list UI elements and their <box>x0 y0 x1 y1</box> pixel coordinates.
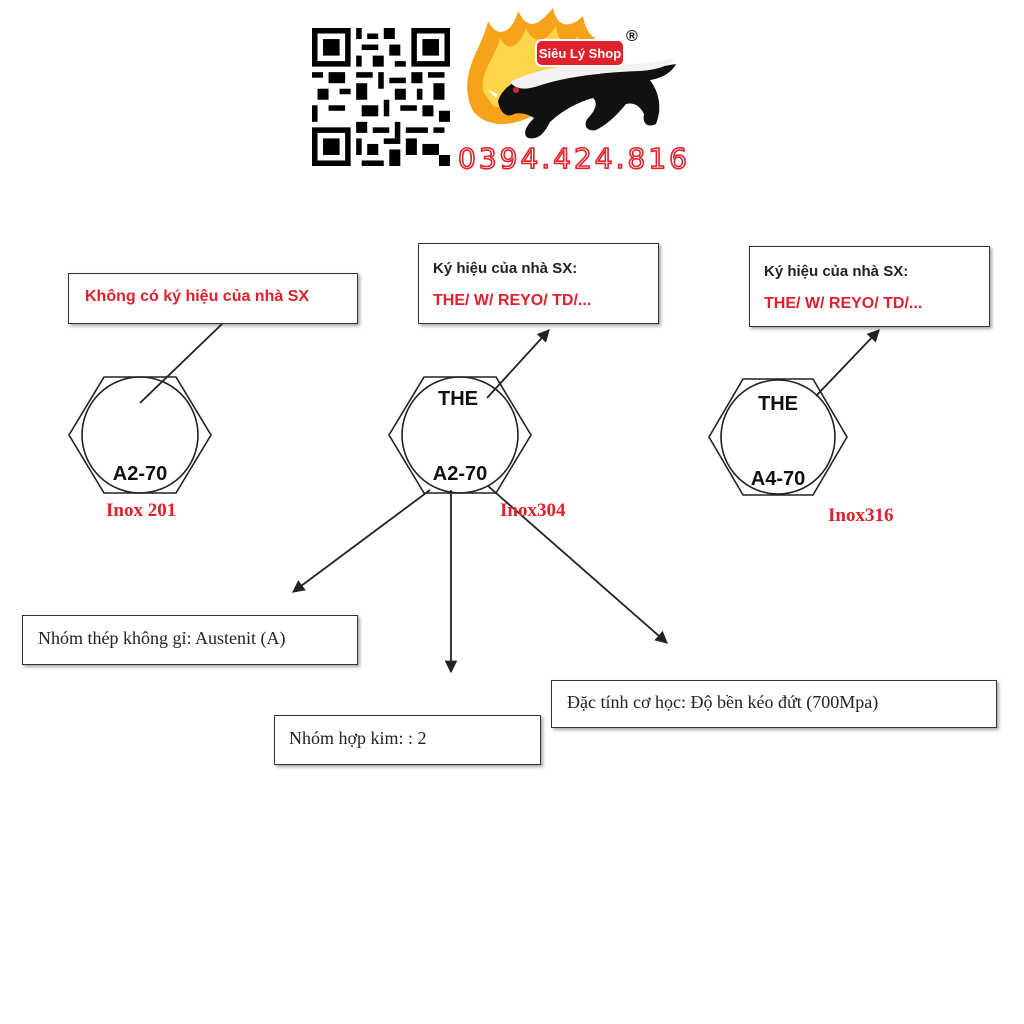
material-label-2: Inox304 <box>500 500 566 521</box>
callout-no-manufacturer-mark: Không có ký hiệu của nhà SX <box>68 273 358 324</box>
arrow-steel-group <box>291 489 431 593</box>
arrow-mfr2 <box>815 329 880 397</box>
alloy-group-box: Nhóm hợp kim: : 2 <box>274 715 541 765</box>
bolt-head-3: THE A4-70 <box>708 378 848 496</box>
callout-manufacturer-mark-1: Ký hiệu của nhà SX: THE/ W/ REYO/ TD/... <box>418 243 659 324</box>
bolt-head-1: A2-70 <box>68 376 212 494</box>
mfr2-value: THE/ W/ REYO/ TD/... <box>764 295 923 312</box>
honey-badger-logo-icon: Siêu Lý Shop <box>467 8 676 139</box>
mfr2-title: Ký hiệu của nhà SX: <box>764 263 909 280</box>
mechanical-property-text: Đặc tính cơ học: Độ bền kéo đứt (700Mpa) <box>567 692 879 712</box>
bolt1-bottom-mark: A2-70 <box>113 463 167 485</box>
qr-code-icon <box>312 28 450 166</box>
alloy-group-text: Nhóm hợp kim: : 2 <box>289 728 427 748</box>
bolt3-bottom-mark: A4-70 <box>751 468 805 490</box>
steel-group-text: Nhóm thép không gỉ: Austenit (A) <box>38 628 286 648</box>
mfr1-title: Ký hiệu của nhà SX: <box>433 260 578 277</box>
material-label-3: Inox316 <box>828 505 894 526</box>
bolt-head-2: THE A2-70 <box>388 376 532 494</box>
material-label-1: Inox 201 <box>106 500 177 521</box>
mfr1-value: THE/ W/ REYO/ TD/... <box>433 292 592 309</box>
bolt3-top-mark: THE <box>758 393 798 415</box>
bolt2-top-mark: THE <box>438 388 478 410</box>
arrow-mfr1 <box>486 329 550 399</box>
line-no-mark <box>139 323 223 404</box>
shop-name-logo-text: Siêu Lý Shop <box>539 46 621 61</box>
bolt2-bottom-mark: A2-70 <box>433 463 487 485</box>
callout-manufacturer-mark-2: Ký hiệu của nhà SX: THE/ W/ REYO/ TD/... <box>749 246 990 327</box>
mechanical-property-box: Đặc tính cơ học: Độ bền kéo đứt (700Mpa) <box>551 680 997 728</box>
steel-group-box: Nhóm thép không gỉ: Austenit (A) <box>22 615 358 665</box>
callout-no-mark-text: Không có ký hiệu của nhà SX <box>85 288 310 305</box>
registered-mark: ® <box>626 28 638 45</box>
phone-number: 0394.424.816 <box>457 141 690 176</box>
arrow-mechanical <box>487 485 668 644</box>
